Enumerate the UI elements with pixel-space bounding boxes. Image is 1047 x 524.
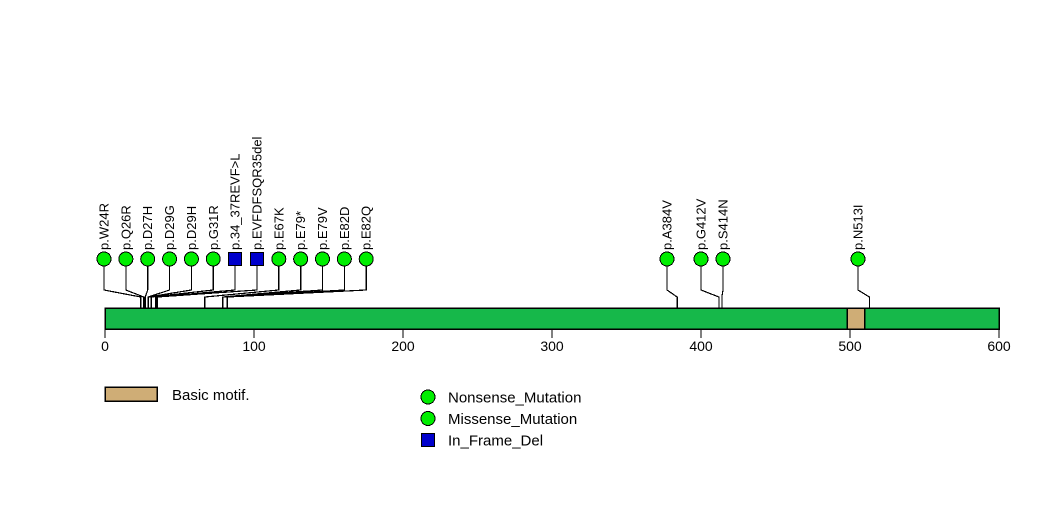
mutation-label-11: p.E82D [337,207,352,250]
mutation-label-5: p.G31R [206,205,221,250]
mutation-label-7: p.EVFDFSQR35del [249,136,264,250]
legend-domain-label: Basic motif. [172,387,250,404]
axis-tick-label-0: 0 [101,338,109,354]
axis-tick-label-300: 300 [540,338,564,354]
mutation-marker-square-7[interactable] [249,252,264,266]
axis-tick-label-500: 500 [838,338,862,354]
protein-backbone-group [104,307,1000,330]
mutation-labels-group: p.W24R p.Q26R p.D27H p.D29G p.D29H p.G31R p.34… [97,136,866,250]
legend-domain: Basic motif. [104,386,250,404]
legend-marker-circle-0 [420,389,436,405]
mutation-markers-group [96,251,866,267]
mutation-marker-circle-11[interactable] [336,251,352,267]
mutation-marker-circle-0[interactable] [96,251,112,267]
mutation-label-0: p.W24R [97,203,112,250]
mutation-label-10: p.E79V [315,207,330,250]
legend-type-label-2: In_Frame_Del [448,433,543,450]
mutation-marker-circle-3[interactable] [162,251,178,267]
mutation-marker-circle-2[interactable] [140,251,156,267]
legend-mutation-types: Nonsense_MutationMissense_MutationIn_Fra… [420,389,581,450]
protein-domains-group [846,307,866,330]
legend-marker-circle-1 [420,411,436,426]
mutation-label-6: p.34_37REVF>L [228,154,243,250]
legend-domain-swatch [104,386,158,402]
mutation-marker-circle-8[interactable] [271,251,287,267]
axis-tick-label-400: 400 [689,338,713,354]
legend-marker-square-2 [421,433,435,447]
mutation-label-3: p.D29G [162,205,177,250]
mutation-label-2: p.D27H [140,206,155,250]
mutation-label-4: p.D29H [184,206,199,250]
mutation-marker-circle-14[interactable] [693,251,709,267]
axis-tick-label-200: 200 [391,338,415,354]
mutation-marker-circle-12[interactable] [358,251,374,267]
mutation-label-9: p.E79* [293,211,308,250]
mutation-label-15: p.S414N [716,199,731,250]
mutation-marker-circle-1[interactable] [118,251,134,267]
legend-type-label-0: Nonsense_Mutation [448,390,581,407]
mutation-marker-circle-15[interactable] [715,251,731,267]
mutation-label-8: p.E67K [271,207,286,250]
axis-tick-label-600: 600 [987,338,1011,354]
mutation-label-16: p.N513I [851,204,866,250]
mutation-marker-circle-13[interactable] [659,251,675,267]
mutation-marker-circle-10[interactable] [315,251,330,267]
position-axis: 0 100 200 300 400 500 600 [101,329,1011,354]
axis-tick-label-100: 100 [242,338,266,354]
mutation-marker-circle-5[interactable] [205,251,221,267]
mutation-label-14: p.G412V [694,198,709,250]
mutation-marker-circle-9[interactable] [293,251,309,267]
mutation-label-12: p.E82Q [359,206,374,250]
legend-type-label-1: Missense_Mutation [448,411,577,428]
mutation-label-13: p.A384V [660,200,675,250]
mutation-marker-circle-4[interactable] [183,251,199,267]
mutation-marker-square-6[interactable] [228,252,243,266]
protein-domain-0 [846,307,866,330]
mutation-label-1: p.Q26R [118,205,133,250]
mutation-marker-circle-16[interactable] [850,251,866,267]
